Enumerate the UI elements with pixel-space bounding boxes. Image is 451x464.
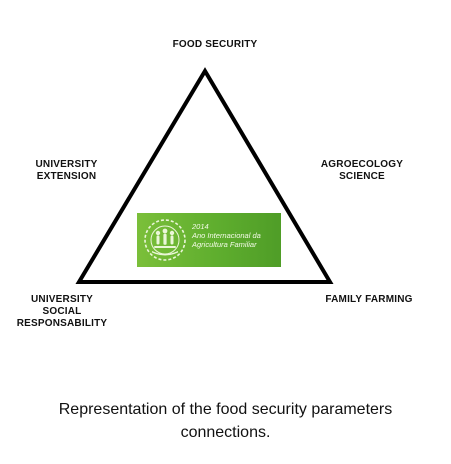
label-line: SOCIAL [42,306,82,317]
label-line: AGROECOLOGY [320,159,404,170]
label-line: SCIENCE [339,171,385,182]
caption-line: connections. [180,424,271,441]
side-label-university-extension: UNIVERSITY EXTENSION [14,159,119,183]
label-line: UNIVERSITY [35,159,98,170]
figure-caption: Representation of the food security para… [20,398,431,444]
label-line: EXTENSION [36,171,97,182]
label-line: FAMILY FARMING [325,294,413,305]
label-line: RESPONSABILITY [16,318,108,329]
vertex-label-food-security: FOOD SECURITY [140,39,290,51]
people-circle-emblem-icon [144,219,186,261]
label-line: UNIVERSITY [30,294,93,305]
logo-line: 2014 [192,222,209,231]
side-label-agroecology-science: AGROECOLOGY SCIENCE [297,159,427,183]
family-farming-year-logo: 2014 Ano Internacional da Agricultura Fa… [137,213,281,267]
caption-line: Representation of the food security para… [58,401,393,418]
vertex-label-family-farming: FAMILY FARMING [305,294,433,306]
label-line: FOOD SECURITY [172,39,258,50]
vertex-label-university-social-responsability: UNIVERSITY SOCIAL RESPONSABILITY [6,294,118,330]
logo-line: Ano Internacional da [192,231,261,240]
logo-line: Agricultura Familiar [192,240,257,249]
triangle-outline [75,67,334,284]
logo-text: 2014 Ano Internacional da Agricultura Fa… [192,222,280,249]
